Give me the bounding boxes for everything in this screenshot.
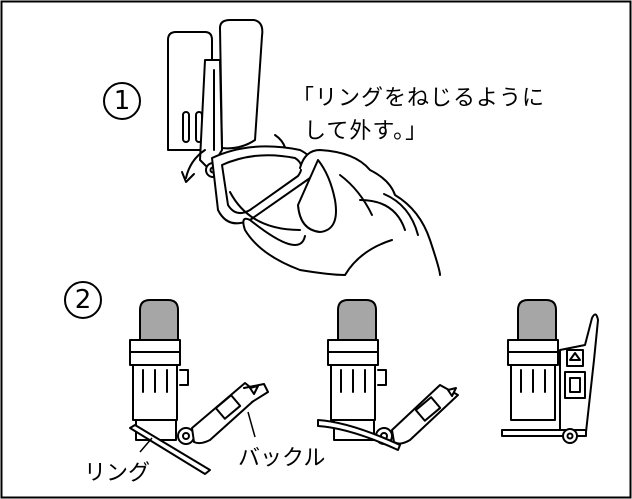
ring-label: リング (84, 461, 151, 486)
step1-instruction-line2: して外す。」 (304, 119, 429, 144)
ring-leader-line (139, 437, 153, 453)
buckle-leader-line (247, 411, 256, 438)
step2-number-circle (64, 281, 102, 319)
step2-number: 2 (74, 285, 92, 315)
step1-number: 1 (113, 86, 131, 116)
step1-illustration (167, 19, 441, 276)
step1-number-circle (103, 82, 141, 120)
step1-instruction-line1: 「リングをねじるように (292, 86, 546, 111)
step2-figure-c (501, 299, 599, 444)
buckle-label: バックル (238, 446, 326, 471)
step2-figure-b (317, 299, 459, 451)
step2-figure-a (129, 299, 269, 475)
